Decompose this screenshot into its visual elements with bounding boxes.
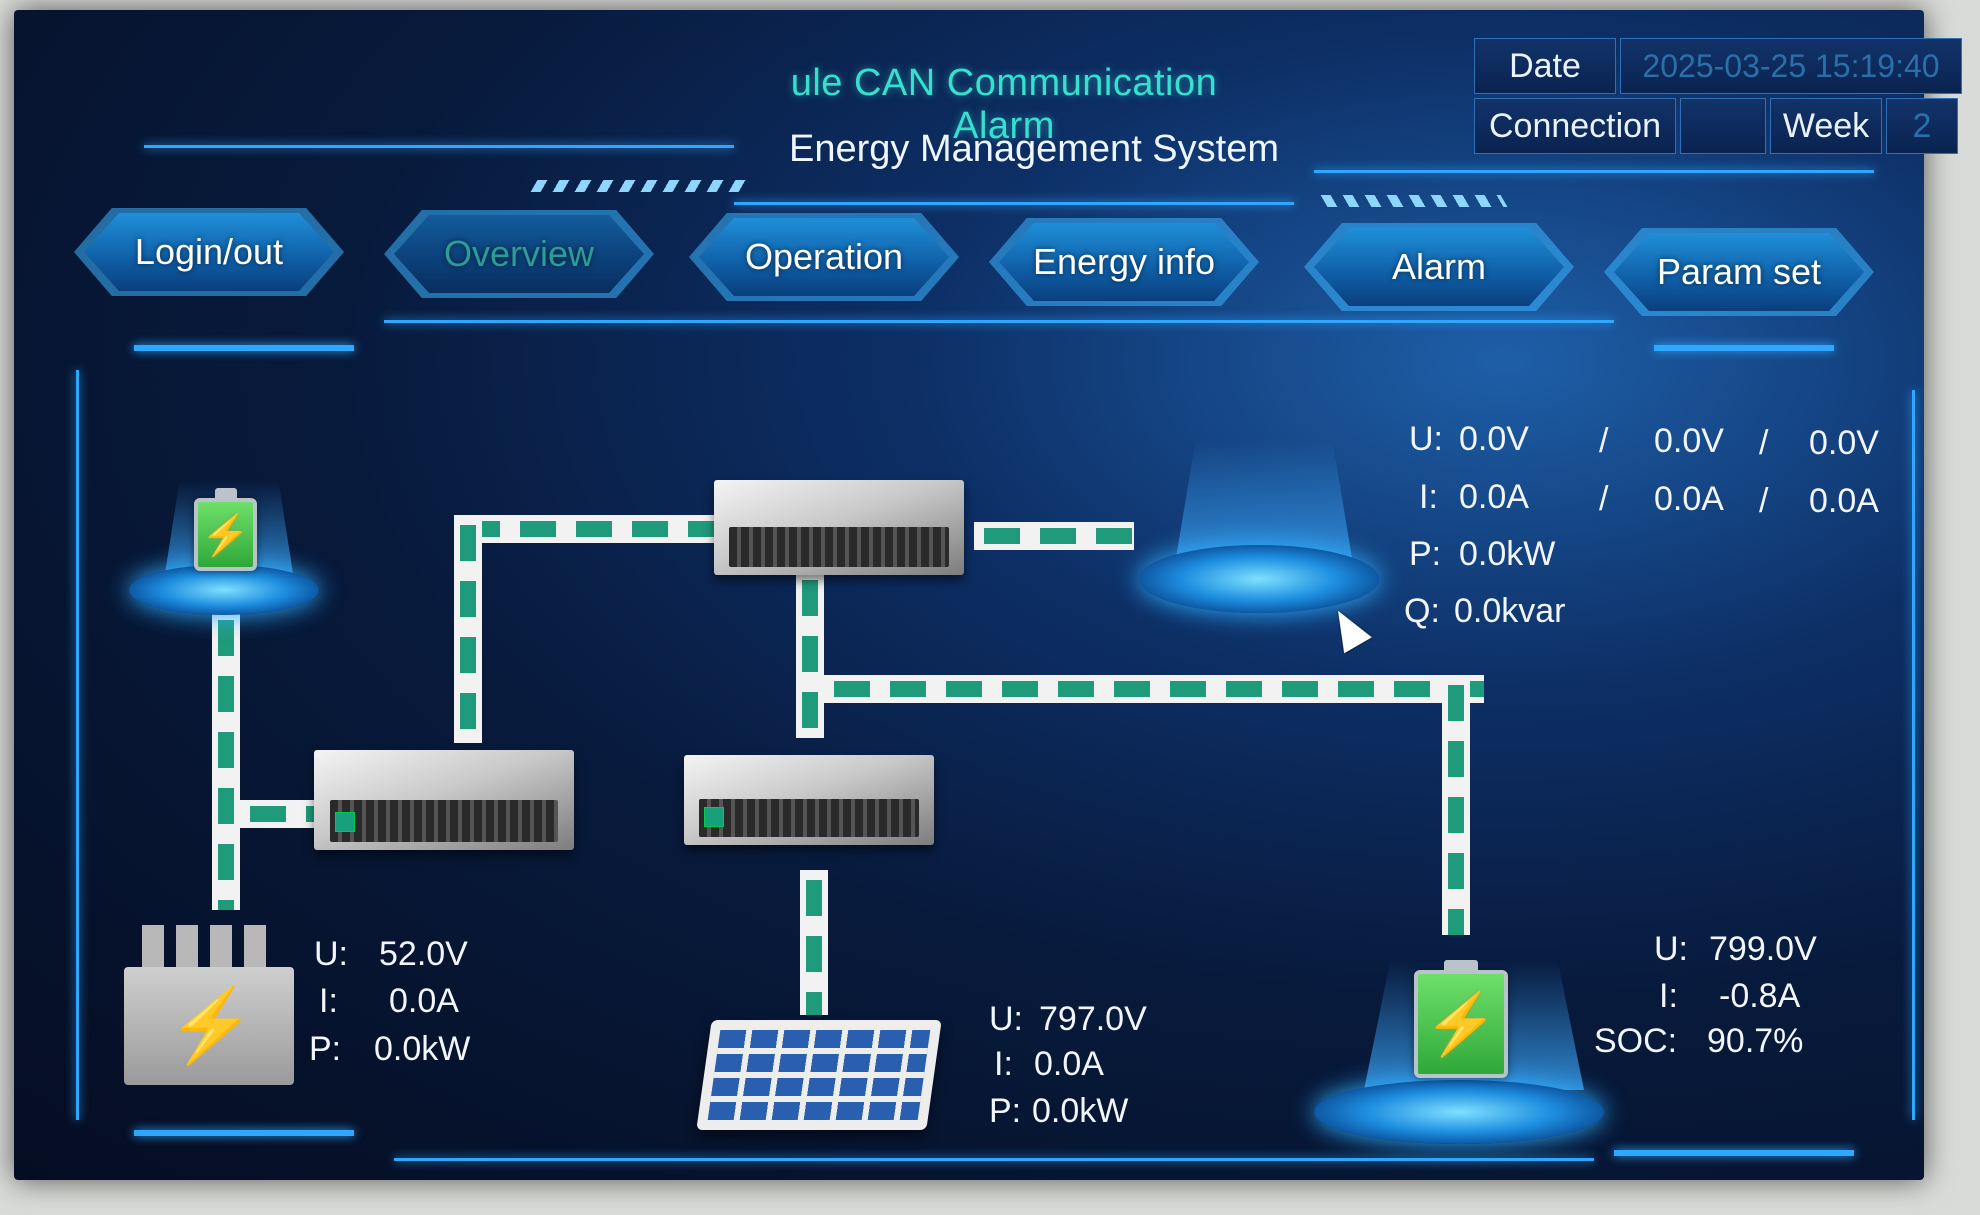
panel-top-line xyxy=(384,320,1614,323)
dc-battery-icon: ⚡ xyxy=(194,488,257,571)
solar-panel-icon xyxy=(696,1020,942,1130)
connection-label: Connection xyxy=(1474,98,1676,154)
grid-u1: 0.0V xyxy=(1459,420,1529,458)
bat-u-label: U: xyxy=(1654,930,1688,968)
bat-u: 799.0V xyxy=(1709,930,1817,968)
bolt-icon: ⚡ xyxy=(200,513,251,557)
date-label: Date xyxy=(1474,38,1616,94)
tab-param-set[interactable]: Param set xyxy=(1614,233,1864,311)
week-label: Week xyxy=(1770,98,1882,154)
converter-status-led xyxy=(334,812,355,832)
converter-front-panel xyxy=(329,800,559,842)
pv-i-label: I: xyxy=(994,1045,1013,1083)
grid-i1: 0.0A xyxy=(1459,478,1529,516)
transformer-bolt-icon: ⚡ xyxy=(166,986,256,1066)
header-line-right xyxy=(1314,170,1874,173)
panel-bottom-line xyxy=(394,1158,1594,1161)
system-title: Energy Management System xyxy=(788,128,1279,170)
dc-converter-device xyxy=(314,750,574,850)
header-dash-right xyxy=(1320,195,1508,207)
mouse-cursor-icon xyxy=(1324,602,1372,654)
panel-right-edge xyxy=(1912,390,1915,1120)
grid-i2: 0.0A xyxy=(1654,480,1724,518)
grid-i-sep1: / xyxy=(1599,480,1609,518)
bat-i: -0.8A xyxy=(1719,977,1801,1015)
panel-bottom-right xyxy=(1614,1150,1854,1156)
pv-u: 797.0V xyxy=(1039,1000,1147,1038)
bat-soc-label: SOC: xyxy=(1594,1022,1678,1060)
grid-p-label: P: xyxy=(1409,535,1442,573)
flow-line-right-vertical xyxy=(1442,675,1470,935)
grid-u-sep1: / xyxy=(1599,422,1609,460)
pv-converter-front-panel xyxy=(699,799,919,837)
dc-i: 0.0A xyxy=(389,982,459,1020)
week-value: 2 xyxy=(1886,98,1958,154)
dc-battery-platform xyxy=(129,565,319,615)
panel-top-left xyxy=(134,345,354,351)
grid-i-label: I: xyxy=(1419,478,1438,516)
bat-i-label: I: xyxy=(1659,977,1678,1015)
grid-platform-icon xyxy=(1139,545,1379,613)
pv-p-label: P: xyxy=(989,1092,1022,1130)
panel-top-right xyxy=(1654,345,1834,351)
header-line-left xyxy=(144,145,734,148)
flow-line-top-right xyxy=(974,522,1134,550)
tab-energy-info[interactable]: Energy info xyxy=(999,223,1249,301)
grid-i-sep2: / xyxy=(1759,482,1769,520)
flow-line-pv-vertical xyxy=(800,870,828,1015)
battery-platform xyxy=(1314,1080,1604,1144)
inverter-front-panel xyxy=(729,527,949,567)
flow-line-dc-horizontal xyxy=(240,800,320,828)
dc-p: 0.0kW xyxy=(374,1030,471,1068)
grid-u-label: U: xyxy=(1409,420,1443,458)
date-value: 2025-03-25 15:19:40 xyxy=(1620,38,1962,94)
grid-u3: 0.0V xyxy=(1809,424,1879,462)
dc-i-label: I: xyxy=(319,982,338,1020)
tab-login[interactable]: Login/out xyxy=(84,213,334,291)
pv-u-label: U: xyxy=(989,1000,1023,1038)
panel-left-edge xyxy=(76,370,79,1120)
grid-u-sep2: / xyxy=(1759,424,1769,462)
flow-line-center-vertical xyxy=(796,570,824,738)
panel-bottom-left xyxy=(134,1130,354,1136)
flow-line-left-vertical xyxy=(454,515,482,743)
pv-converter-device xyxy=(684,755,934,845)
dc-u-label: U: xyxy=(314,935,348,973)
solar-cells xyxy=(707,1030,931,1120)
pv-i: 0.0A xyxy=(1034,1045,1104,1083)
bolt-icon-large: ⚡ xyxy=(1423,990,1499,1058)
header-dash-left xyxy=(530,180,748,192)
header-center-line xyxy=(734,202,1294,205)
tab-overview[interactable]: Overview xyxy=(394,215,644,293)
pv-converter-status-led xyxy=(704,807,724,827)
grid-i3: 0.0A xyxy=(1809,482,1879,520)
ems-screen: ule CAN Communication Alarm Energy Manag… xyxy=(14,10,1962,1180)
flow-line-long-horizontal xyxy=(824,675,1484,703)
dc-u: 52.0V xyxy=(379,935,468,973)
flow-line-top-left xyxy=(454,515,714,543)
dc-p-label: P: xyxy=(309,1030,342,1068)
grid-q: 0.0kvar xyxy=(1454,592,1566,630)
battery-icon: ⚡ xyxy=(1414,960,1508,1078)
grid-p: 0.0kW xyxy=(1459,535,1556,573)
tab-alarm[interactable]: Alarm xyxy=(1314,228,1564,306)
flow-line-dc-vertical xyxy=(212,610,240,910)
battery-cap-large xyxy=(1443,960,1479,970)
alarm-banner: ule CAN Communication Alarm xyxy=(790,62,1218,147)
battery-cap xyxy=(214,488,237,498)
connection-value xyxy=(1680,98,1766,154)
grid-q-label: Q: xyxy=(1404,592,1440,630)
bat-soc: 90.7% xyxy=(1707,1022,1804,1060)
tab-operation[interactable]: Operation xyxy=(699,218,949,296)
grid-u2: 0.0V xyxy=(1654,422,1724,460)
main-inverter-device xyxy=(714,480,964,575)
transformer-icon: ⚡ xyxy=(124,925,294,1085)
pv-p: 0.0kW xyxy=(1032,1092,1129,1130)
